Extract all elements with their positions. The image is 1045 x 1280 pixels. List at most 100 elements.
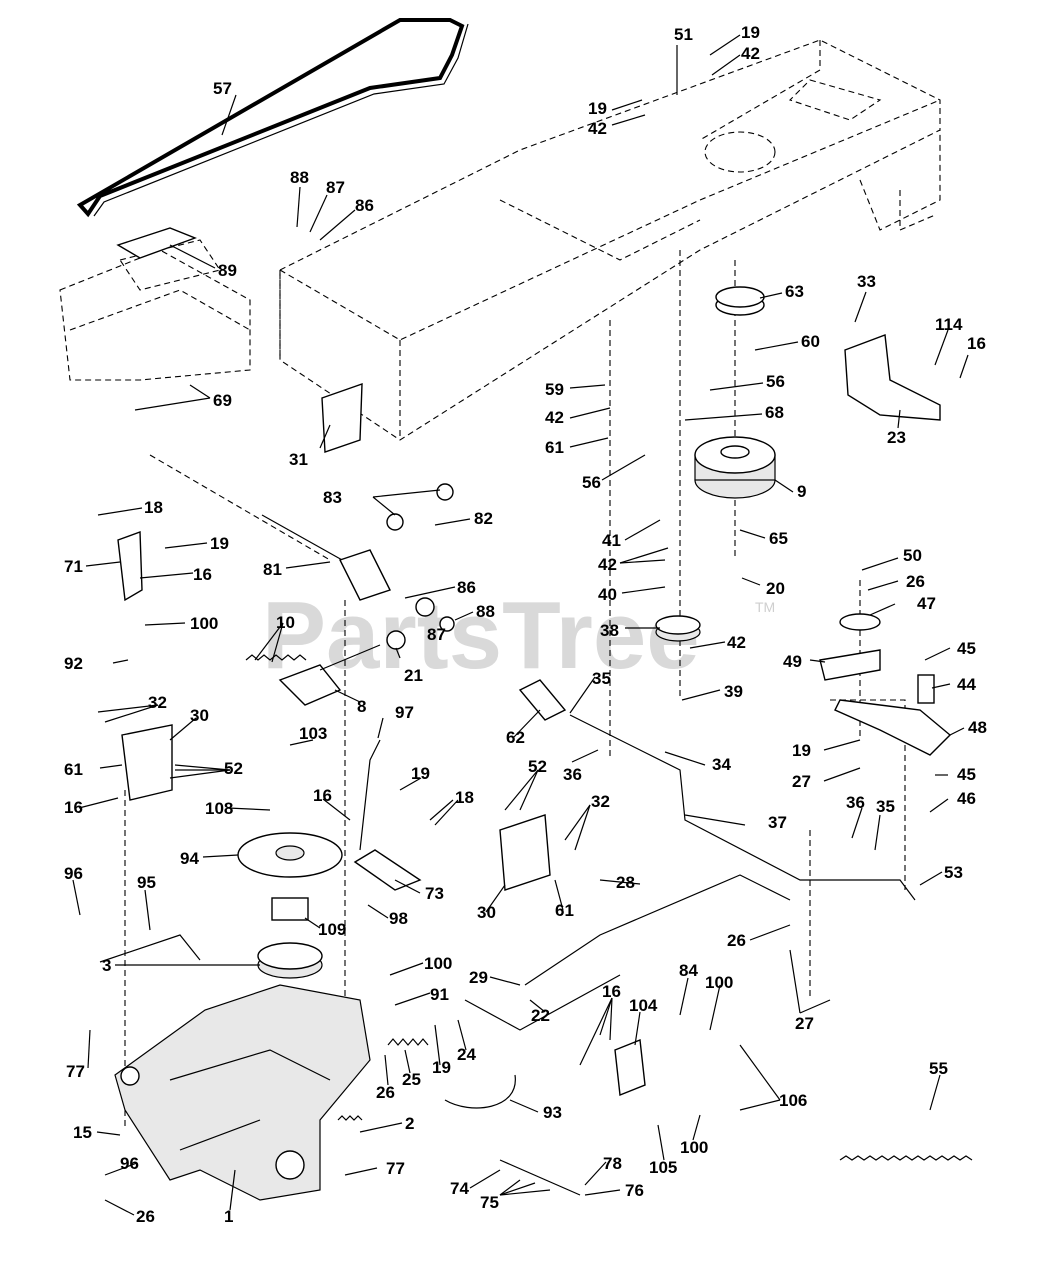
callout-63: 63 — [785, 282, 804, 301]
rod-74 — [499, 1159, 581, 1196]
knob-21 — [386, 630, 406, 650]
callout-15: 15 — [73, 1123, 92, 1142]
callout-47: 47 — [917, 594, 936, 613]
callout-42: 42 — [727, 633, 746, 652]
callout-29: 29 — [469, 968, 488, 987]
callout-87: 87 — [427, 625, 446, 644]
callout-16: 16 — [64, 798, 83, 817]
callout-61: 61 — [64, 760, 83, 779]
callout-75: 75 — [480, 1193, 499, 1212]
callout-94: 94 — [180, 849, 199, 868]
bracket-30b — [499, 814, 551, 891]
callout-23: 23 — [887, 428, 906, 447]
drive-belt — [76, 18, 469, 218]
electric-clutch-9 — [694, 436, 776, 499]
callout-42: 42 — [741, 44, 760, 63]
bracket-89 — [116, 227, 197, 259]
callout-46: 46 — [957, 789, 976, 808]
callout-61: 61 — [555, 901, 574, 920]
callout-26: 26 — [727, 931, 746, 950]
callout-100: 100 — [705, 973, 733, 992]
bracket-49 — [819, 649, 881, 681]
callout-27: 27 — [795, 1014, 814, 1033]
idler-pulley-63 — [715, 286, 765, 316]
callout-100: 100 — [680, 1138, 708, 1157]
callout-76: 76 — [625, 1181, 644, 1200]
callout-21: 21 — [404, 666, 423, 685]
callout-78: 78 — [603, 1154, 622, 1173]
callout-35: 35 — [876, 797, 895, 816]
callout-50: 50 — [903, 546, 922, 565]
callout-19: 19 — [741, 23, 760, 42]
bracket-73 — [353, 849, 422, 891]
rod-34 — [569, 714, 916, 901]
callout-19: 19 — [588, 99, 607, 118]
callout-16: 16 — [602, 982, 621, 1001]
callout-74: 74 — [450, 1179, 469, 1198]
callout-24: 24 — [457, 1045, 476, 1064]
rod-22 — [464, 974, 621, 1031]
callout-109: 109 — [318, 920, 346, 939]
spring-2 — [337, 1115, 363, 1121]
callout-28: 28 — [616, 873, 635, 892]
callout-51: 51 — [674, 25, 693, 44]
callout-19: 19 — [411, 764, 430, 783]
callout-16: 16 — [313, 786, 332, 805]
callout-36: 36 — [563, 765, 582, 784]
callout-104: 104 — [629, 996, 658, 1015]
rod-28 — [524, 874, 791, 986]
callout-77: 77 — [386, 1159, 405, 1178]
callout-87: 87 — [326, 178, 345, 197]
callout-30: 30 — [477, 903, 496, 922]
callout-77: 77 — [66, 1062, 85, 1081]
spring-25 — [387, 1038, 429, 1046]
callout-88: 88 — [290, 168, 309, 187]
sleeve-44 — [917, 674, 935, 704]
washer-83b — [436, 483, 454, 501]
callout-20: 20 — [766, 579, 785, 598]
callout-22: 22 — [531, 1006, 550, 1025]
hub-109 — [271, 897, 309, 921]
callout-92: 92 — [64, 654, 83, 673]
callout-34: 34 — [712, 755, 731, 774]
callout-27: 27 — [792, 772, 811, 791]
callout-18: 18 — [144, 498, 163, 517]
callout-96: 96 — [120, 1154, 139, 1173]
callout-10: 10 — [276, 613, 295, 632]
callout-62: 62 — [506, 728, 525, 747]
callout-96: 96 — [64, 864, 83, 883]
callout-82: 82 — [474, 509, 493, 528]
bracket-71 — [117, 531, 143, 602]
callout-68: 68 — [765, 403, 784, 422]
pulley-3 — [257, 942, 323, 979]
callout-18: 18 — [455, 788, 474, 807]
callout-97: 97 — [395, 703, 414, 722]
rod-95 — [99, 934, 201, 963]
pulley-47 — [839, 613, 881, 631]
bracket-30a — [121, 724, 173, 801]
callout-48: 48 — [968, 718, 987, 737]
callout-2: 2 — [405, 1114, 414, 1133]
callout-103: 103 — [299, 724, 327, 743]
callout-60: 60 — [801, 332, 820, 351]
callout-42: 42 — [588, 119, 607, 138]
callout-59: 59 — [545, 380, 564, 399]
callout-86: 86 — [355, 196, 374, 215]
callout-26: 26 — [136, 1207, 155, 1226]
callout-56: 56 — [582, 473, 601, 492]
callout-8: 8 — [357, 697, 366, 716]
callout-25: 25 — [402, 1070, 421, 1089]
washer-83a — [386, 513, 404, 531]
callout-105: 105 — [649, 1158, 677, 1177]
callout-labels: 57 51 19 42 19 42 88 87 86 89 69 63 33 1… — [64, 23, 987, 1226]
callout-41: 41 — [602, 531, 621, 550]
callout-32: 32 — [591, 792, 610, 811]
frame-rails — [279, 39, 941, 441]
callout-106: 106 — [779, 1091, 807, 1110]
callout-45: 45 — [957, 639, 976, 658]
callout-53: 53 — [944, 863, 963, 882]
callout-38: 38 — [600, 621, 619, 640]
callout-55: 55 — [929, 1059, 948, 1078]
callout-100: 100 — [424, 954, 452, 973]
